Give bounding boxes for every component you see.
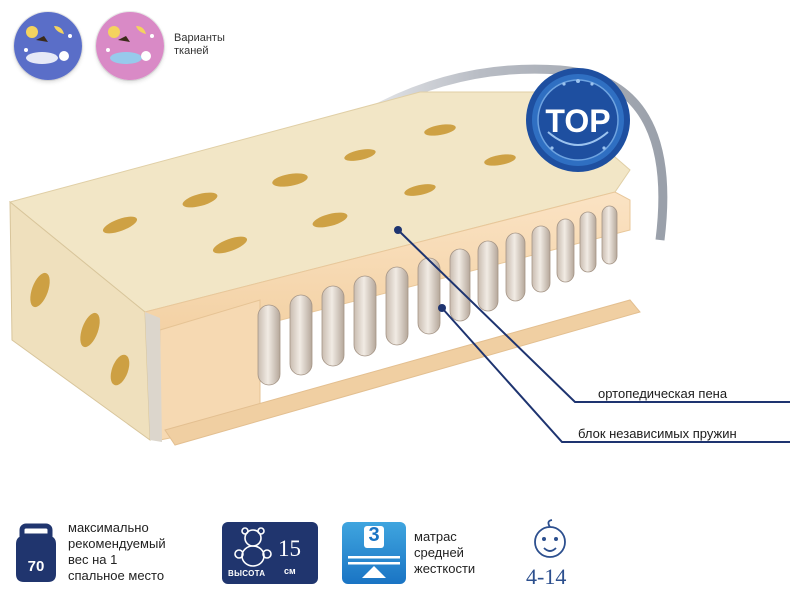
stiffness-graphic [348, 526, 400, 578]
height-word: ВЫСОТА [228, 569, 266, 578]
height-badge [222, 522, 318, 584]
max-weight-text: максимально рекомендуемый вес на 1 спаль… [68, 520, 166, 583]
teddy-bear-icon [234, 527, 272, 567]
fabric-swatch-blue[interactable] [14, 12, 82, 80]
layer-label-foam: ортопедическая пена [598, 386, 728, 401]
max-weight-value: 70 [28, 558, 45, 575]
weight-icon: 70 [16, 523, 56, 582]
fabric-options-label: Варианты тканей [174, 32, 225, 57]
height-value: 15 [278, 536, 301, 561]
stiffness-text: матрас средней жесткости [414, 529, 476, 576]
mattress-illustration [8, 64, 790, 446]
top-badge: TOP [526, 68, 630, 172]
spring-block [257, 205, 618, 386]
height-unit: см [284, 566, 296, 576]
top-badge-text: TOP [545, 103, 610, 139]
fabric-swatch-pink[interactable] [96, 12, 164, 80]
child-face-icon [534, 519, 566, 558]
layer-label-springs: блок независимых пружин [578, 426, 737, 441]
age-range: 4-14 [526, 564, 567, 589]
stiffness-value: 3 [368, 524, 380, 546]
